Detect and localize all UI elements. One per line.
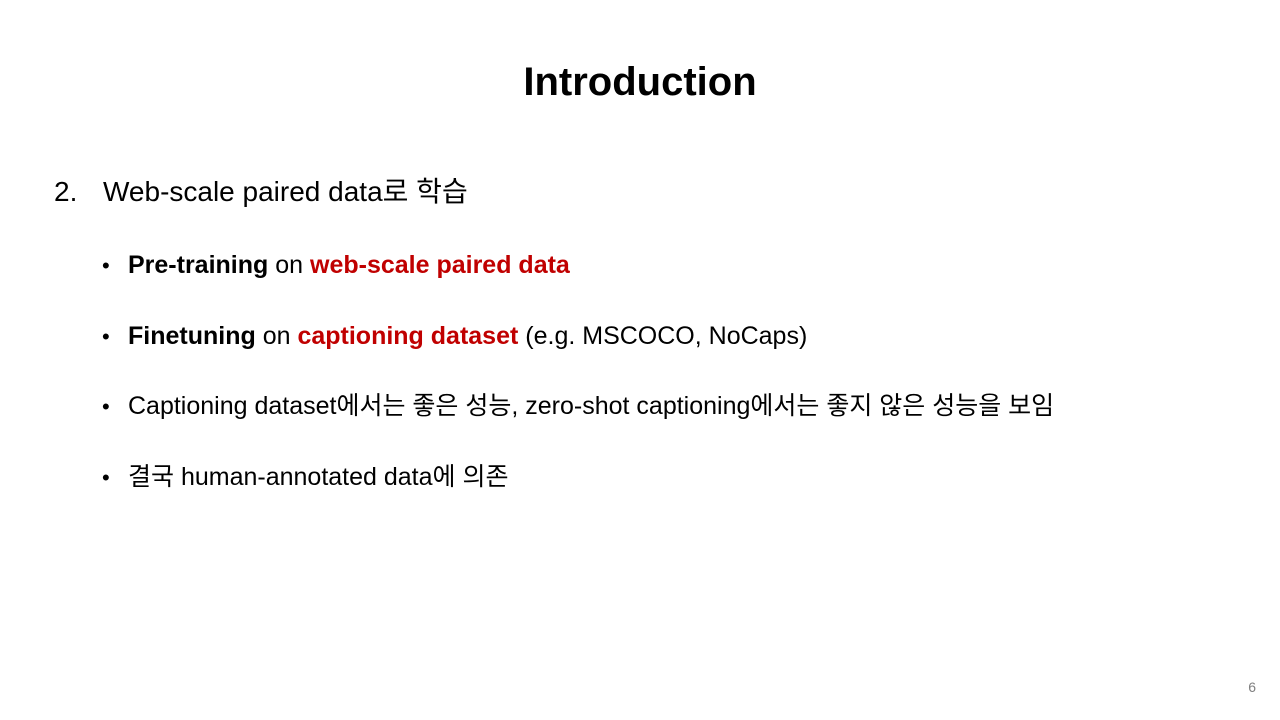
bullet-icon: •: [102, 394, 110, 419]
bullet-text-bold: Finetuning: [128, 321, 256, 350]
bullet-text-highlight: web-scale paired data: [310, 251, 570, 279]
bullet-text-highlight: captioning dataset: [297, 321, 519, 350]
bullet-text: on: [255, 321, 298, 350]
bullet-item: • 결국 human-annotated data에 의존: [102, 458, 1054, 529]
bullet-item: • Captioning dataset에서는 좋은 성능, zero-shot …: [102, 387, 1054, 458]
bullet-list: • Pre-training on web-scale paired data •…: [102, 246, 1054, 528]
bullet-text: Captioning dataset에서는 좋은 성능, zero-shot c…: [128, 392, 1055, 420]
bullet-icon: •: [102, 323, 110, 349]
bullet-item: • Finetuning on captioning dataset (e.g. …: [102, 317, 1054, 388]
bullet-item: • Pre-training on web-scale paired data: [102, 246, 1054, 317]
slide-title: Introduction: [523, 60, 757, 104]
bullet-text: (e.g. MSCOCO, NoCaps): [518, 321, 808, 350]
bullet-text: 결국 human-annotated data에 의존: [128, 462, 509, 491]
bullet-text: on: [268, 251, 310, 279]
section-heading-text: Web-scale paired data로 학습: [103, 176, 468, 207]
bullet-text-bold: Pre-training: [128, 251, 269, 279]
section-number: 2.: [54, 176, 78, 207]
bullet-icon: •: [102, 464, 110, 490]
bullet-icon: •: [102, 253, 110, 278]
section-heading: 2. Web-scale paired data로 학습: [54, 172, 468, 212]
page-number: 6: [1248, 679, 1256, 695]
